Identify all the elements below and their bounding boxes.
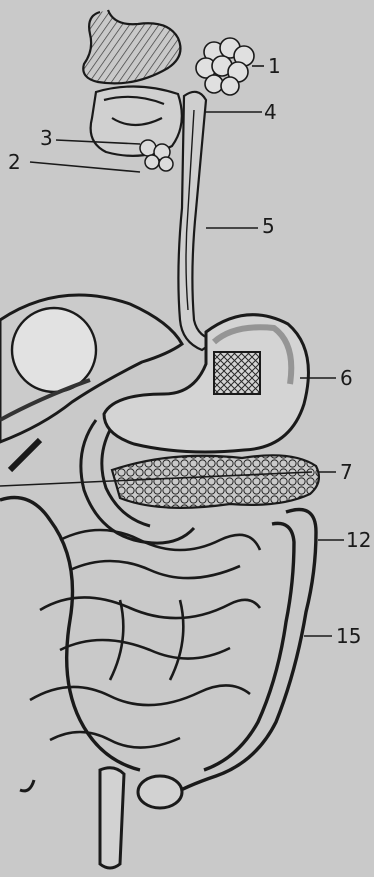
label-5: 5 xyxy=(262,216,275,236)
label-12: 12 xyxy=(346,530,371,550)
label-7: 7 xyxy=(340,462,353,482)
mouth-and-tongue xyxy=(83,10,182,156)
label-3: 3 xyxy=(40,128,53,148)
label-1: 1 xyxy=(268,56,281,76)
label-4: 4 xyxy=(264,102,277,122)
salivary-gland xyxy=(196,38,254,95)
pancreas xyxy=(112,455,319,508)
small-intestine xyxy=(30,530,260,748)
rectum xyxy=(20,768,182,868)
label-2: 2 xyxy=(8,152,21,172)
label-15: 15 xyxy=(336,626,361,646)
esophagus xyxy=(178,92,216,350)
label-6: 6 xyxy=(340,368,353,388)
